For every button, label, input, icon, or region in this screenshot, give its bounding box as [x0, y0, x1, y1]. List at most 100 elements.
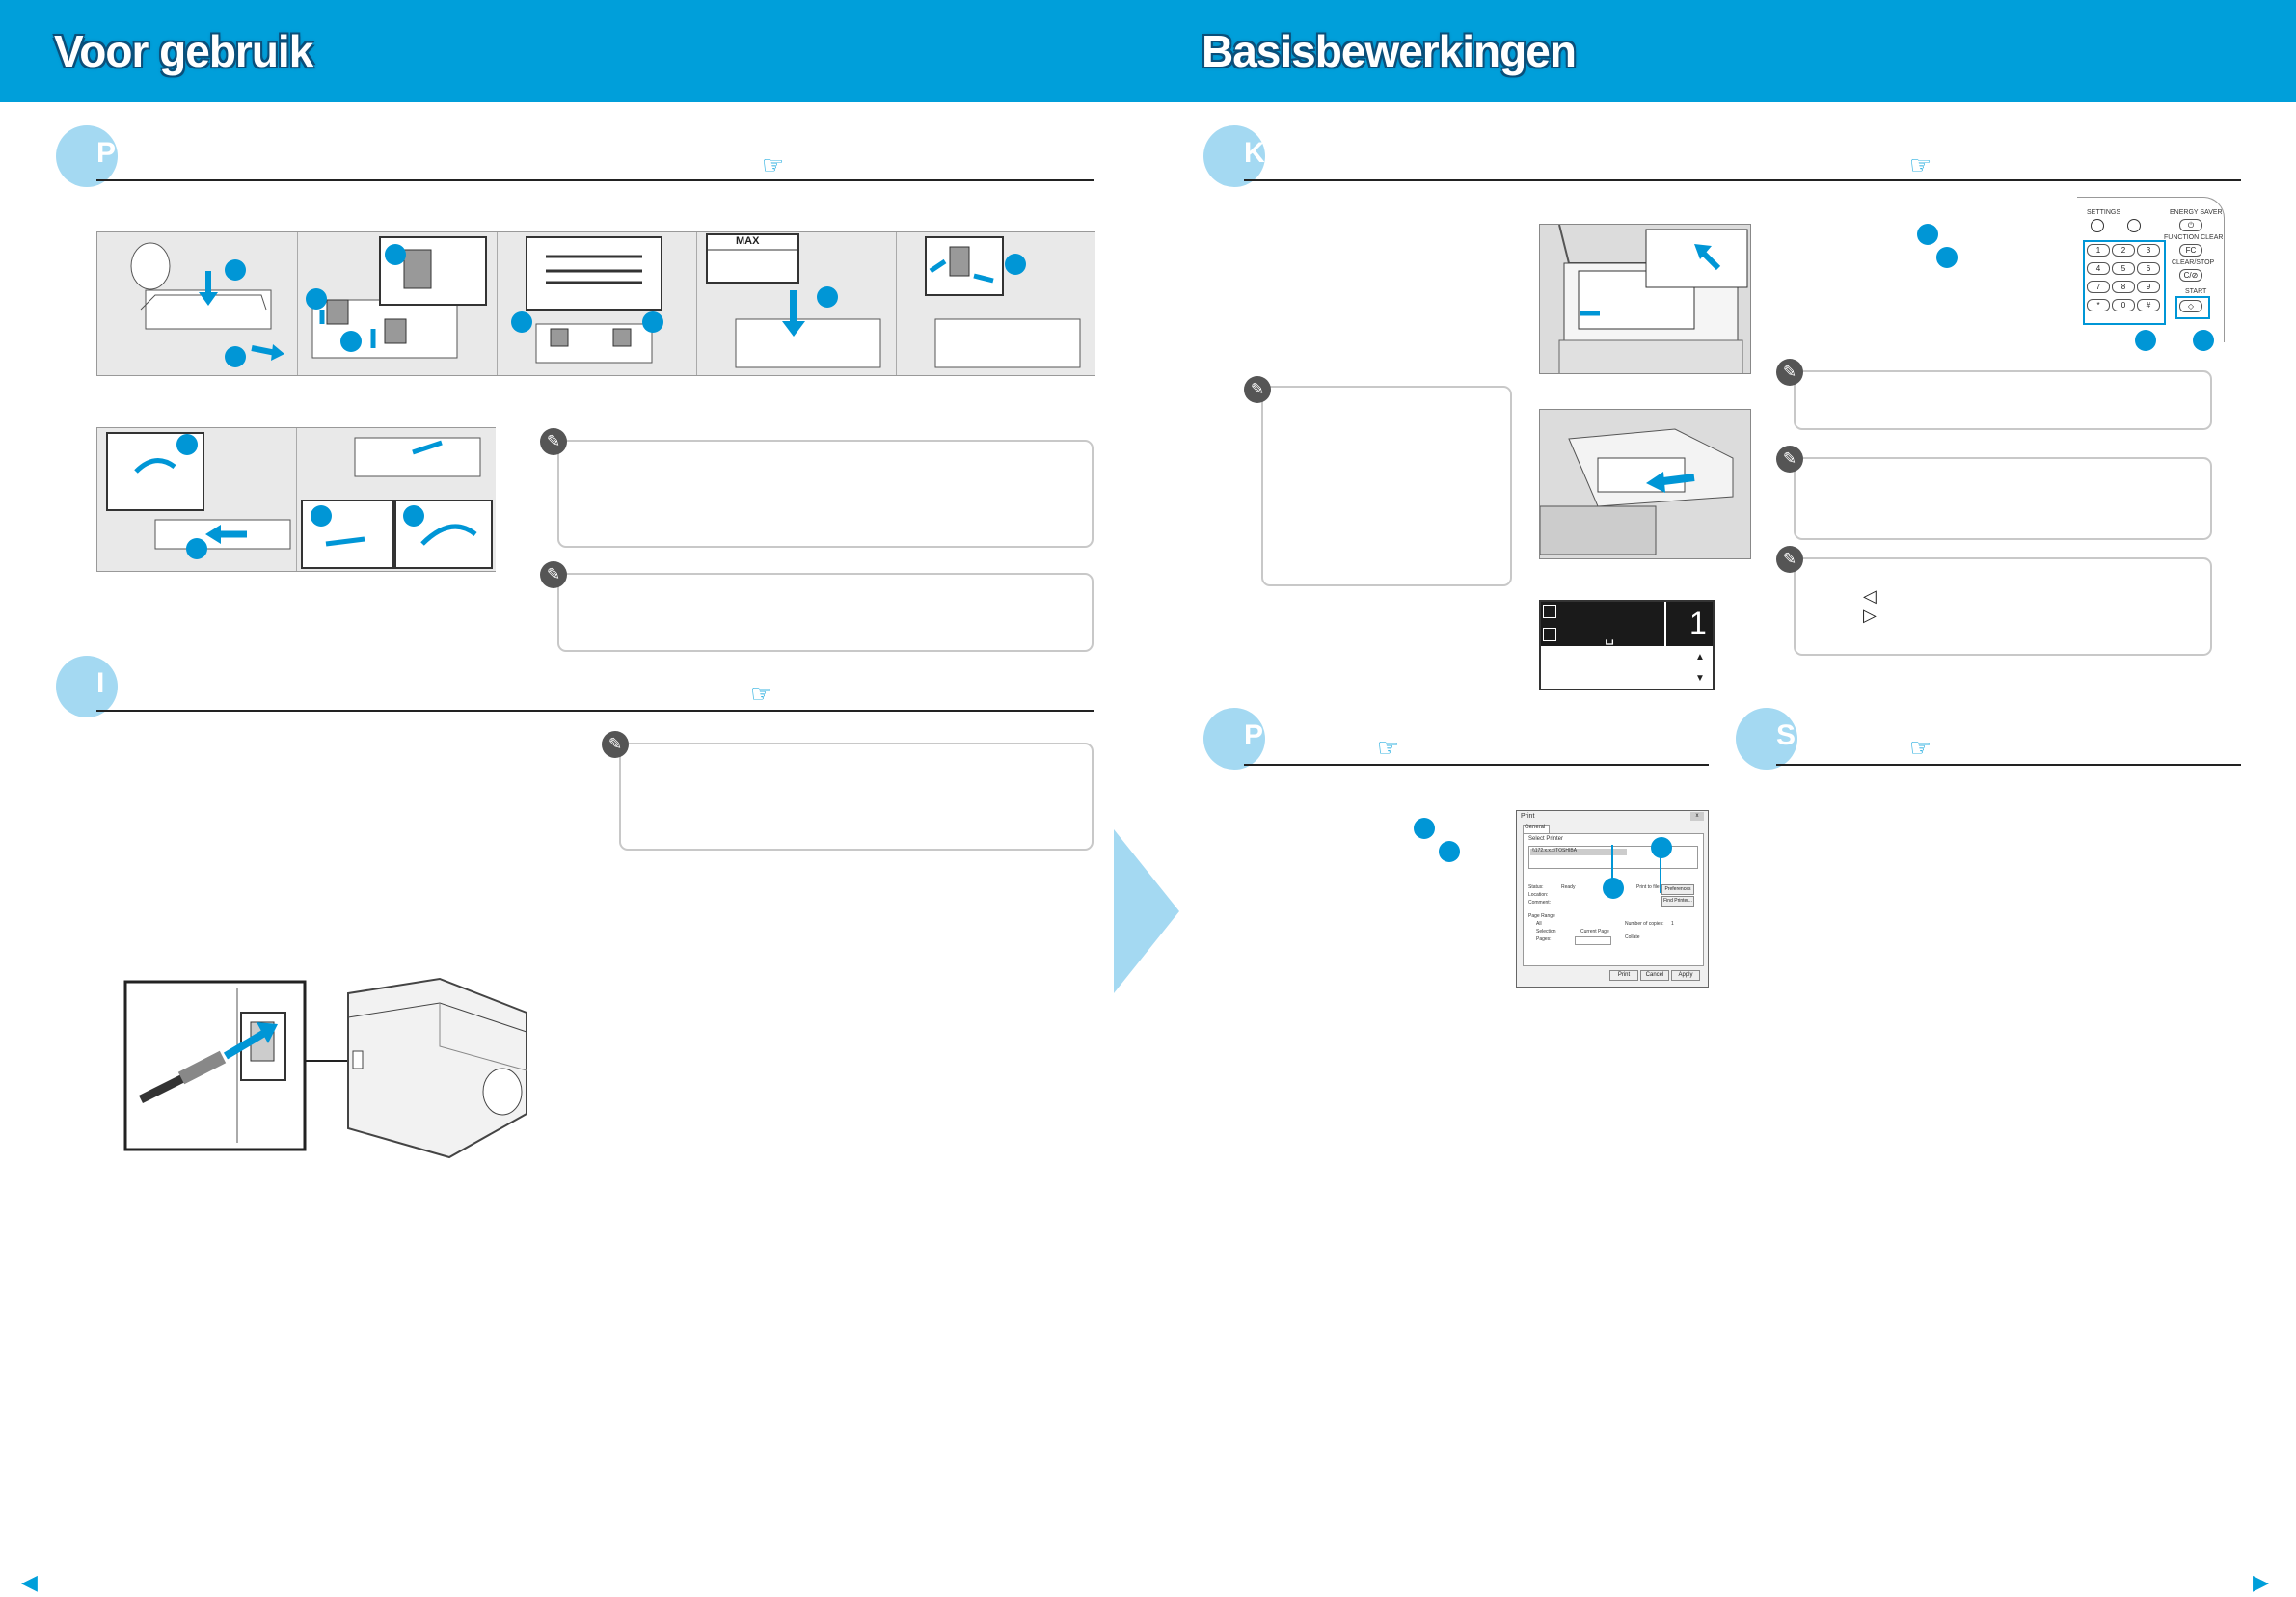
step-marker: [1005, 254, 1026, 275]
note-pencil-icon: ✎: [1776, 359, 1803, 386]
right-page-title: Basisbewerkingen: [1202, 26, 1577, 76]
note-pencil-icon: ✎: [540, 428, 567, 455]
bypass-tray-steps: [96, 427, 496, 572]
note-pencil-icon: ✎: [1776, 546, 1803, 573]
left-banner: [0, 0, 1148, 102]
note-box: [557, 573, 1094, 652]
collate-checkbox[interactable]: Collate: [1625, 934, 1640, 940]
clear-stop-button[interactable]: C/⊘: [2179, 269, 2202, 282]
paper-size-illustration: [526, 236, 662, 364]
settings-label: SETTINGS: [2087, 209, 2121, 216]
note-pencil-icon: ✎: [1244, 376, 1271, 403]
settings-button-2[interactable]: [2127, 219, 2141, 232]
usb-connection-illustration: [123, 977, 527, 1159]
step-marker: [306, 288, 327, 310]
cancel-button[interactable]: Cancel: [1640, 970, 1669, 981]
step-marker: [511, 311, 532, 333]
start-label: START: [2185, 288, 2207, 295]
step-marker: [403, 505, 424, 527]
pages-radio[interactable]: Pages:: [1536, 936, 1552, 942]
note-box: [1261, 386, 1512, 586]
section-marker: [1203, 708, 1265, 770]
status-label: Status:: [1528, 884, 1544, 890]
hand-pointer-icon: ☞: [762, 150, 785, 179]
keypad-key[interactable]: 0: [2112, 299, 2135, 311]
tab-general-label: General: [1525, 825, 1546, 830]
step-marker: [311, 505, 332, 527]
step-marker: [1439, 841, 1460, 862]
section-rule: [96, 179, 1094, 181]
step-marker: [817, 286, 838, 308]
energy-saver-button[interactable]: ⏻: [2179, 219, 2202, 231]
keypad-key[interactable]: #: [2137, 299, 2160, 311]
selection-radio[interactable]: Selection: [1536, 929, 1556, 934]
location-label: Location:: [1528, 892, 1549, 898]
step-marker: [2193, 330, 2214, 351]
keypad-key[interactable]: 1: [2087, 244, 2110, 257]
apply-button[interactable]: Apply: [1671, 970, 1700, 981]
function-clear-button[interactable]: FC: [2179, 244, 2202, 257]
section-initial: K: [1244, 137, 1265, 169]
step-marker: [1651, 837, 1672, 858]
step-panel: [897, 232, 1095, 375]
preferences-button[interactable]: Preferences: [1661, 884, 1694, 895]
next-page-arrow-icon[interactable]: ▶: [2253, 1570, 2269, 1594]
close-icon[interactable]: x: [1690, 812, 1704, 821]
section-initial: P: [1244, 719, 1264, 751]
section-rule: [1244, 764, 1709, 766]
step-marker: [642, 311, 663, 333]
bypass-guide-illustration: [301, 437, 493, 569]
section-marker: [56, 125, 118, 187]
clear-stop-label: CLEAR/STOP: [2172, 259, 2215, 266]
lcd-copy-count: 1: [1689, 606, 1707, 640]
lcd-glyph: ␣: [1605, 629, 1615, 645]
keypad-key[interactable]: 6: [2137, 262, 2160, 275]
print-to-file-label[interactable]: Print to file: [1636, 884, 1660, 890]
select-printer-label: Select Printer: [1528, 836, 1564, 842]
step-marker: [2135, 330, 2156, 351]
control-panel: SETTINGS ENERGY SAVER ⏻ FUNCTION CLEAR F…: [2077, 197, 2225, 342]
print-button[interactable]: Print: [1609, 970, 1638, 981]
left-arrow-key-icon: ◁: [1863, 586, 1877, 606]
step-marker: [385, 244, 406, 265]
keypad-key[interactable]: 9: [2137, 281, 2160, 293]
step-panel: [297, 428, 496, 571]
lcd-display: 1 ␣ ▲ ▼: [1539, 600, 1715, 690]
comment-label: Comment:: [1528, 900, 1552, 906]
keypad-key[interactable]: 8: [2112, 281, 2135, 293]
find-printer-button[interactable]: Find Printer...: [1661, 896, 1694, 907]
printer-item-selected[interactable]: [1530, 849, 1627, 855]
keypad-key[interactable]: 7: [2087, 281, 2110, 293]
keypad-key[interactable]: 4: [2087, 262, 2110, 275]
tray-open-illustration: [130, 242, 284, 361]
keypad-key[interactable]: 2: [2112, 244, 2135, 257]
energy-saver-label: ENERGY SAVER: [2170, 209, 2223, 216]
all-radio[interactable]: All: [1536, 921, 1542, 927]
current-page-radio[interactable]: Current Page: [1580, 929, 1609, 934]
lcd-divider: [1664, 602, 1666, 646]
settings-button[interactable]: [2091, 219, 2104, 232]
scroll-down-icon: ▼: [1695, 673, 1705, 684]
note-box: [619, 743, 1094, 851]
start-button[interactable]: ◇: [2179, 300, 2202, 312]
section-rule: [96, 710, 1094, 712]
keypad-key[interactable]: 5: [2112, 262, 2135, 275]
right-arrow-key-icon: ▷: [1863, 606, 1877, 625]
keypad-highlight: [2083, 240, 2166, 325]
guide-adjust-illustration: [311, 236, 487, 359]
step-marker: [1936, 247, 1958, 268]
tab-general[interactable]: [1523, 825, 1550, 834]
lcd-paper-icon: [1543, 605, 1556, 618]
previous-page-arrow-icon[interactable]: ◀: [21, 1570, 38, 1594]
paper-tray-steps: MAX: [96, 231, 1095, 376]
keypad-key[interactable]: *: [2087, 299, 2110, 311]
hand-pointer-icon: ☞: [750, 679, 773, 708]
note-pencil-icon: ✎: [602, 731, 629, 758]
function-clear-label: FUNCTION CLEAR: [2164, 234, 2224, 241]
keypad-key[interactable]: 3: [2137, 244, 2160, 257]
max-line-illustration: [706, 233, 881, 368]
copies-value[interactable]: 1: [1671, 921, 1674, 927]
pages-input[interactable]: [1575, 936, 1611, 945]
lcd-dark-bar: [1541, 602, 1713, 646]
step-marker: [340, 331, 362, 352]
